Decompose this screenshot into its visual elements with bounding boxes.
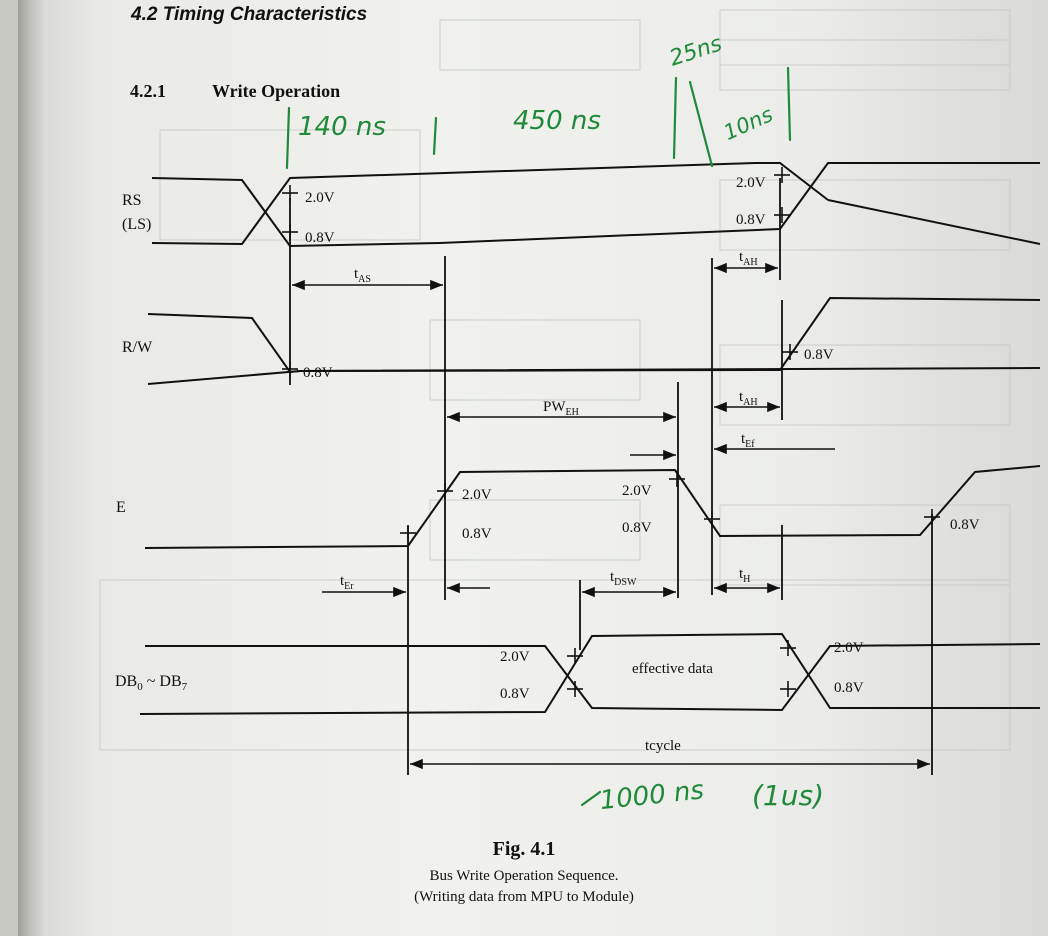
tas-label: tAS [354, 266, 371, 285]
effective-data-label: effective data [632, 661, 713, 677]
db-label: DB0 ~ DB7 [115, 673, 188, 693]
reference-lines [289, 178, 933, 775]
handwritten-1000ns: 1000 ns [598, 775, 705, 816]
e-label: E [116, 499, 126, 516]
ter-label: tEr [340, 573, 354, 592]
book-binding-shadow [18, 0, 44, 936]
db-08v-right-label: 0.8V [834, 680, 864, 696]
db-waveform [139, 632, 1041, 715]
rs-label: RS [122, 192, 142, 209]
e-08v-label: 0.8V [462, 526, 492, 542]
rs-waveform [151, 162, 1041, 248]
subsection-title: Write Operation [212, 81, 341, 101]
rs-08v-label: 0.8V [305, 230, 335, 246]
tah-rs-label: tAH [739, 249, 758, 268]
rs-alt-label: (LS) [122, 216, 151, 233]
rw-08v-right-label: 0.8V [804, 347, 834, 363]
handwritten-annotations [285, 66, 792, 807]
db-2v-right-label: 2.0V [834, 640, 864, 656]
rs-2v-right-label: 2.0V [736, 175, 766, 191]
rw-label: R/W [122, 339, 153, 356]
e-waveform [144, 465, 1041, 549]
document-page [18, 0, 1048, 936]
figure-number: Fig. 4.1 [492, 838, 556, 860]
handwritten-10ns: 10ns [720, 102, 776, 145]
figure-caption-line-2: (Writing data from MPU to Module) [414, 889, 634, 905]
tcycle-label: tcycle [645, 738, 681, 754]
pweh-label: PWEH [543, 399, 579, 418]
handwritten-140ns: 140 ns [298, 112, 386, 142]
db-level-ticks [567, 640, 796, 697]
dimension-arrows [292, 262, 930, 770]
tef-label: tEf [741, 431, 755, 450]
db-2v-label: 2.0V [500, 649, 530, 665]
rs-08v-right-label: 0.8V [736, 212, 766, 228]
bleed-through-table-ghost [99, 9, 1011, 751]
e-2v-fall-label: 2.0V [622, 483, 652, 499]
rs-2v-label: 2.0V [305, 190, 335, 206]
section-title: 4.2 Timing Characteristics [131, 4, 368, 25]
e-08v-next-label: 0.8V [950, 517, 980, 533]
rw-08v-label: 0.8V [303, 365, 333, 381]
tdsw-label: tDSW [610, 569, 637, 588]
rw-level-ticks [282, 344, 798, 377]
subsection-number: 4.2.1 [130, 81, 166, 101]
rw-waveform [147, 296, 1041, 385]
handwritten-25ns: 25ns [667, 31, 726, 71]
figure-caption-line-1: Bus Write Operation Sequence. [429, 868, 619, 884]
tah-rw-label: tAH [739, 389, 758, 408]
handwritten-1us: (1us) [752, 779, 824, 812]
handwritten-450ns: 450 ns [513, 106, 601, 136]
db-08v-label: 0.8V [500, 686, 530, 702]
e-2v-label: 2.0V [462, 487, 492, 503]
rs-level-ticks [282, 167, 790, 240]
e-08v-fall-label: 0.8V [622, 520, 652, 536]
th-label: tH [739, 566, 750, 585]
